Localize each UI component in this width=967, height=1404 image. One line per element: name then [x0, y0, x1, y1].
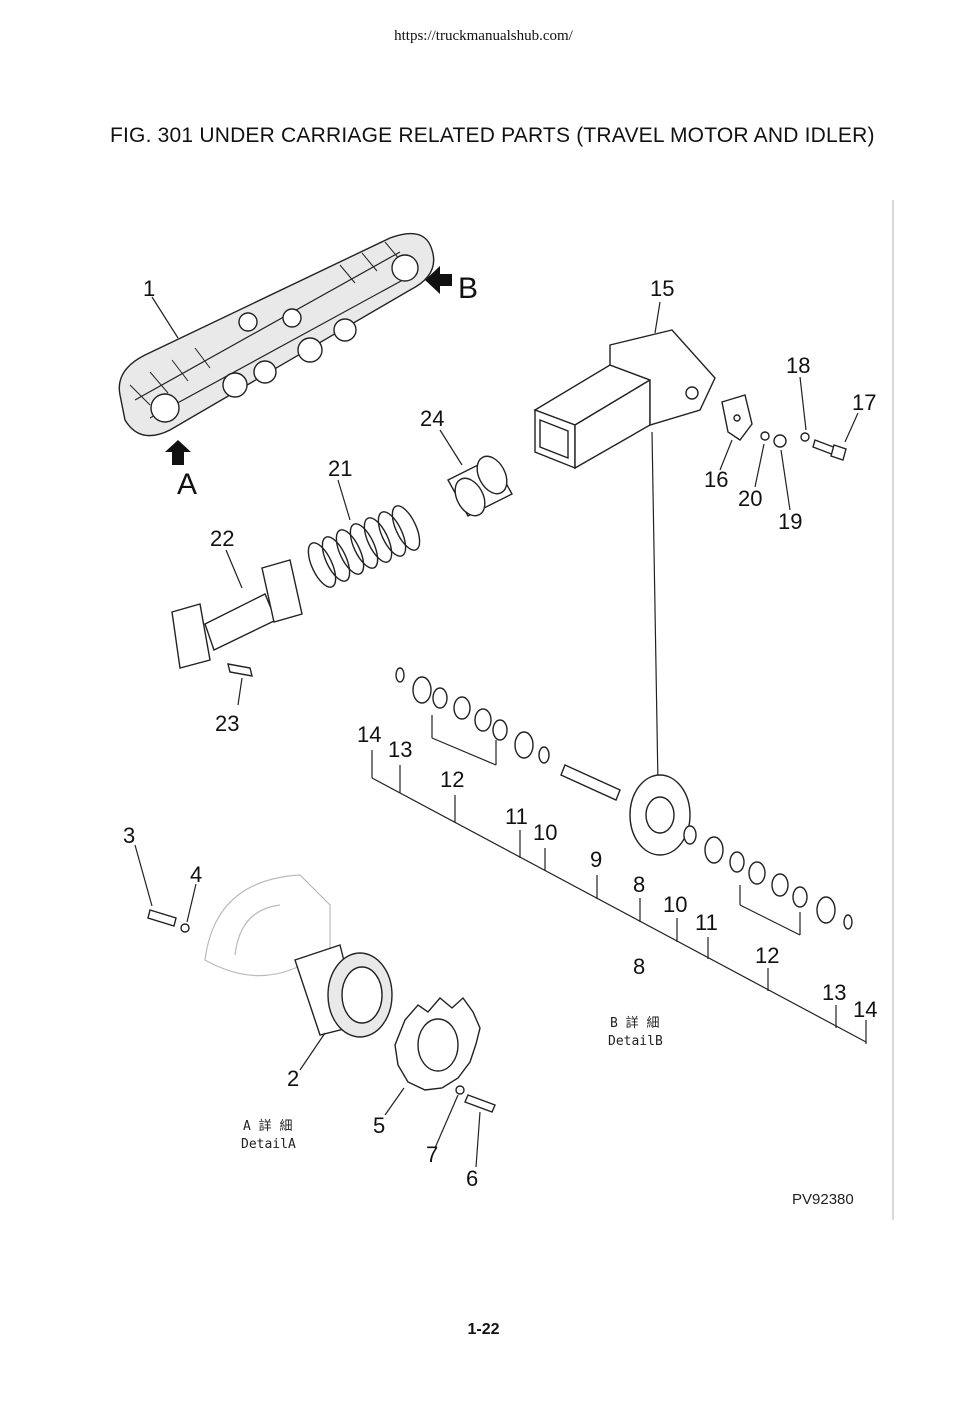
callout-22: 22	[210, 526, 234, 551]
idler-yoke-drawing	[533, 329, 716, 470]
view-arrow-a	[165, 440, 191, 465]
bolt-17-drawing	[812, 439, 847, 461]
callout-24: 24	[420, 406, 444, 431]
callout-3: 3	[123, 823, 135, 848]
callout-7: 7	[426, 1142, 438, 1167]
yoke-centerline	[651, 431, 659, 786]
callout-17: 17	[852, 390, 876, 415]
figure-title: FIG. 301 UNDER CARRIAGE RELATED PARTS (T…	[110, 124, 875, 147]
view-label-a: A	[177, 468, 197, 501]
callout-15: 15	[650, 276, 674, 301]
washer-18-drawing	[800, 432, 810, 442]
detail-b-leaders	[371, 715, 867, 1044]
callout-10a: 10	[533, 820, 557, 845]
callout-11b: 11	[695, 910, 718, 935]
spring-21-drawing	[307, 505, 421, 588]
cylinder-22-drawing	[171, 559, 303, 669]
callout-12a: 12	[440, 767, 464, 792]
callout-18: 18	[786, 353, 810, 378]
detail-b-jp: B 詳 細	[610, 1015, 659, 1031]
callout-13b: 13	[822, 980, 846, 1005]
callout-23: 23	[215, 711, 239, 736]
callout-10b: 10	[663, 892, 687, 917]
callout-13a: 13	[388, 737, 412, 762]
detail-a-en: DetailA	[241, 1137, 296, 1152]
callout-1: 1	[143, 276, 155, 301]
callout-14a: 14	[357, 722, 381, 747]
callout-8a: 8	[633, 872, 645, 897]
crawler-track-drawing	[118, 232, 435, 437]
fitting-23-drawing	[227, 663, 253, 677]
callout-14b: 14	[853, 997, 877, 1022]
callout-4: 4	[190, 862, 202, 887]
frame-ghost-drawing	[204, 874, 331, 977]
view-arrow-b	[425, 266, 452, 294]
bushing-24-drawing	[447, 455, 513, 517]
detail-b-en: DetailB	[608, 1034, 663, 1049]
bolt-6-drawing	[464, 1094, 496, 1113]
washer-4-drawing	[180, 923, 190, 933]
source-url: https://truckmanualshub.com/	[394, 28, 573, 44]
sprocket-5-drawing	[394, 996, 481, 1091]
washer-20-drawing	[760, 431, 770, 441]
callout-11a: 11	[505, 804, 528, 829]
reference-code: PV92380	[792, 1191, 854, 1208]
callout-2: 2	[287, 1066, 299, 1091]
bolt-3-drawing	[147, 909, 177, 927]
callout-6: 6	[466, 1166, 478, 1191]
callout-12b: 12	[755, 943, 779, 968]
callout-19: 19	[778, 509, 802, 534]
leader-1	[151, 296, 179, 339]
leader-15	[654, 301, 661, 334]
view-label-b: B	[458, 272, 478, 305]
callout-16: 16	[704, 467, 728, 492]
callout-5: 5	[373, 1113, 385, 1138]
callout-21: 21	[328, 456, 352, 481]
travel-motor-2-drawing	[294, 944, 393, 1038]
detail-a-jp: A 詳 細	[243, 1118, 292, 1134]
nut-19-drawing	[773, 434, 787, 448]
page-number: 1-22	[467, 1321, 500, 1338]
washer-7-drawing	[455, 1085, 465, 1095]
callout-20: 20	[738, 486, 762, 511]
callout-9: 9	[590, 847, 602, 872]
idler-group-drawing	[395, 667, 853, 930]
callout-8b: 8	[633, 954, 645, 979]
